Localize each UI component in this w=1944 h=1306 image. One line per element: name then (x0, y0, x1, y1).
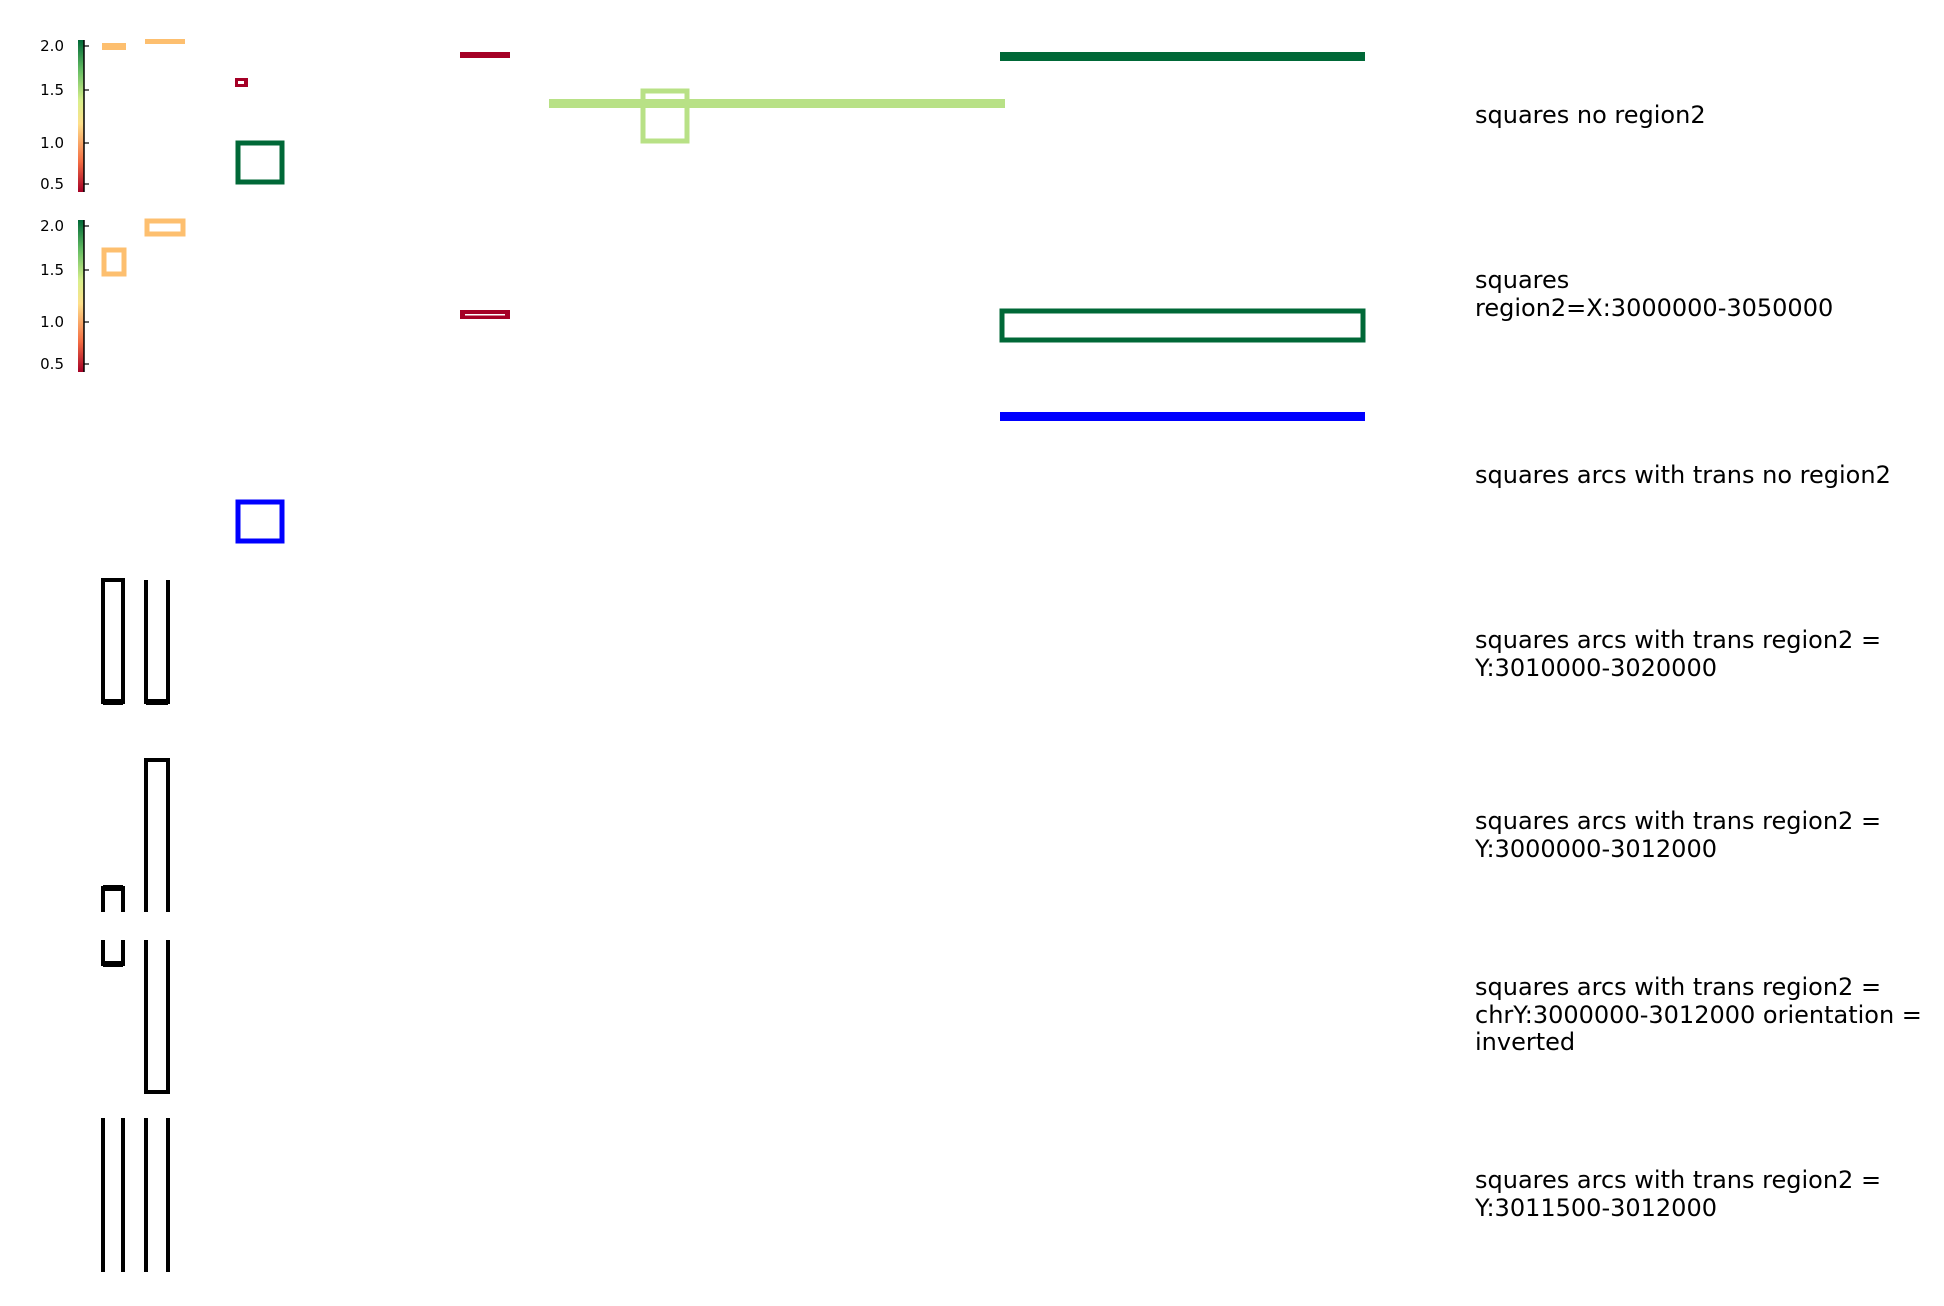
arc-feature (101, 940, 125, 966)
arc-feature (144, 580, 170, 704)
square-feature (235, 499, 285, 544)
track-label: squares arcs with trans region2 = (1475, 1166, 1881, 1194)
colorbar-gradient (78, 220, 84, 372)
colorbar-tick-label: 1.5 (40, 81, 64, 99)
track-label: squares arcs with trans no region2 (1475, 461, 1891, 489)
colorbar-gradient (78, 40, 84, 192)
arc-feature (101, 578, 125, 704)
colorbar: 2.0 1.5 1.0 0.5 (40, 217, 89, 373)
square-feature (102, 43, 126, 50)
square-feature (460, 52, 510, 58)
square-feature-inner (238, 81, 244, 84)
colorbar-tick-label: 1.0 (40, 313, 64, 331)
track-label: Y:3010000-3020000 (1474, 654, 1717, 682)
track-label: squares no region2 (1475, 101, 1706, 129)
square-feature-inner (465, 314, 505, 316)
colorbar-tick-label: 1.0 (40, 134, 64, 152)
track-squares-arcs-trans-y3000000: squares arcs with trans region2 = Y:3000… (101, 758, 1881, 912)
track-label: squares arcs with trans region2 = (1475, 807, 1881, 835)
square-feature (235, 140, 285, 185)
square-feature (549, 99, 1005, 108)
track-label: squares arcs with trans region2 = (1475, 973, 1881, 1001)
square-feature (144, 218, 186, 237)
track-squares-no-region2: 2.0 1.5 1.0 0.5 squares no region2 (40, 37, 1705, 193)
square-feature (640, 88, 690, 144)
colorbar: 2.0 1.5 1.0 0.5 (40, 37, 89, 193)
track-label: chrY:3000000-3012000 orientation = (1475, 1001, 1922, 1029)
colorbar-tick-label: 2.0 (40, 37, 64, 55)
colorbar-tick-label: 0.5 (40, 175, 64, 193)
track-label: squares arcs with trans region2 = (1475, 626, 1881, 654)
track-label: region2=X:3000000-3050000 (1475, 294, 1833, 322)
square-feature (999, 308, 1366, 343)
square-feature (101, 247, 127, 277)
track-squares-arcs-trans-chrY-inverted: squares arcs with trans region2 = chrY:3… (101, 940, 1922, 1094)
arc-feature (101, 886, 125, 912)
track-squares-region2: 2.0 1.5 1.0 0.5 squares region2=X:300000… (40, 217, 1833, 373)
track-label: inverted (1475, 1028, 1575, 1056)
track-squares-arcs-trans-y3011500: squares arcs with trans region2 = Y:3011… (101, 1118, 1881, 1272)
track-label: squares (1475, 266, 1569, 294)
track-squares-arcs-trans-y3010000: squares arcs with trans region2 = Y:3010… (101, 578, 1881, 705)
arc-feature (144, 940, 170, 1094)
colorbar-tick-label: 1.5 (40, 261, 64, 279)
colorbar-tick-label: 0.5 (40, 355, 64, 373)
square-feature (1000, 412, 1365, 421)
track-squares-arcs-trans-no-region2: squares arcs with trans no region2 (235, 412, 1891, 544)
square-feature (1000, 52, 1365, 61)
track-label: Y:3011500-3012000 (1474, 1194, 1717, 1222)
square-feature (145, 39, 185, 44)
arc-feature (144, 758, 170, 912)
colorbar-tick-label: 2.0 (40, 217, 64, 235)
track-label: Y:3000000-3012000 (1474, 835, 1717, 863)
